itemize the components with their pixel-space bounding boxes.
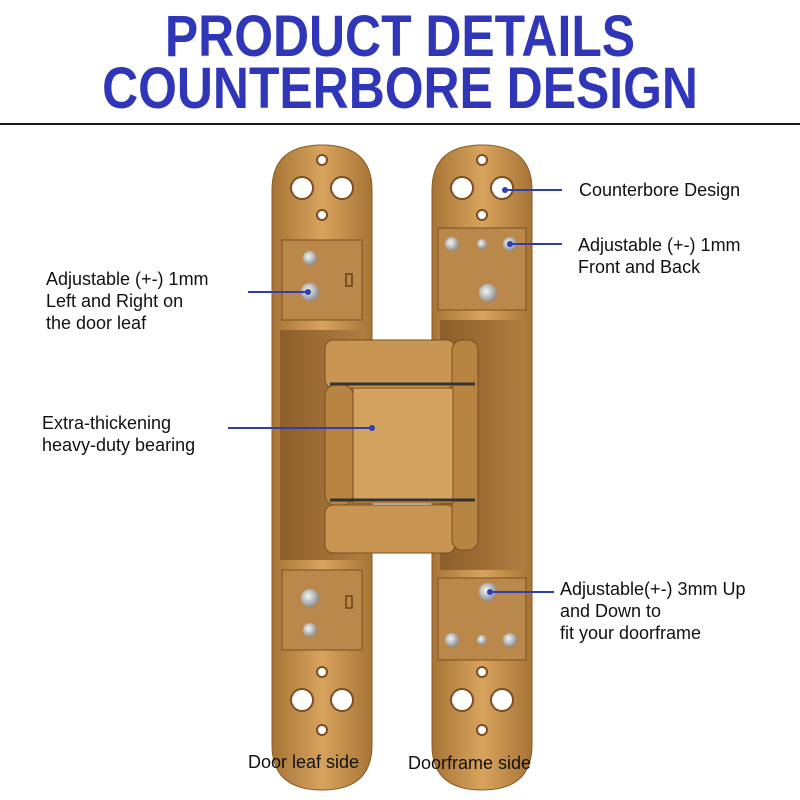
title-line-2: COUNTERBORE DESIGN [102, 56, 698, 121]
screw-icon [477, 635, 487, 645]
screw-icon [301, 589, 319, 607]
screw-icon [477, 239, 487, 249]
screw-icon [303, 623, 317, 637]
bearing-label: Extra-thickening heavy-duty bearing [42, 412, 195, 456]
bearing-line-2: heavy-duty bearing [42, 435, 196, 455]
left-right-label: Adjustable (+-) 1mm Left and Right on th… [46, 268, 209, 334]
counterbore-label: Counterbore Design [579, 179, 740, 201]
door-leaf-caption: Door leaf side [248, 752, 360, 772]
doorframe-caption: Doorframe side [408, 753, 532, 773]
up-down-line-1: Adjustable(+-) 3mm Up [560, 579, 746, 599]
left-right-line-2: Left and Right on [46, 291, 184, 311]
title-line-1: PRODUCT DETAILS [164, 4, 636, 69]
counterbore-label-text: Counterbore Design [579, 180, 741, 200]
screw-icon [479, 284, 497, 302]
front-back-line-1: Adjustable (+-) 1mm [578, 235, 741, 255]
left-right-line-3: the door leaf [46, 313, 147, 333]
screw-icon [445, 633, 459, 647]
screw-icon [445, 237, 459, 251]
up-down-label: Adjustable(+-) 3mm Up and Down to fit yo… [560, 578, 746, 644]
screw-icon [303, 251, 317, 265]
up-down-line-2: and Down to [560, 601, 662, 621]
up-down-line-3: fit your doorframe [560, 623, 702, 643]
bearing-assembly [324, 339, 479, 554]
front-back-label: Adjustable (+-) 1mm Front and Back [578, 234, 741, 278]
callout-pointers [228, 187, 562, 595]
left-right-line-1: Adjustable (+-) 1mm [46, 269, 209, 289]
front-back-line-2: Front and Back [578, 257, 701, 277]
bearing-line-1: Extra-thickening [42, 413, 172, 433]
screw-icon [503, 633, 517, 647]
header-divider [0, 123, 800, 125]
